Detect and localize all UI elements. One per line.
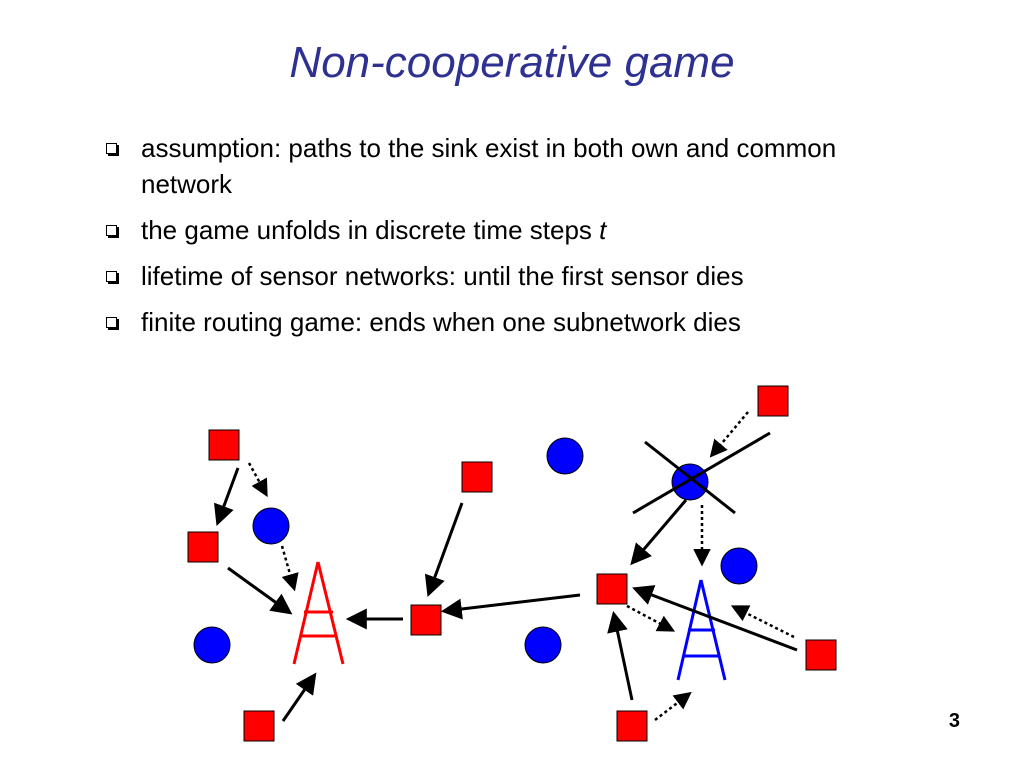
arrow — [630, 499, 688, 566]
bullet-text: lifetime of sensor networks: until the f… — [141, 261, 744, 291]
square-bullet-icon — [106, 317, 117, 328]
dotted-arrow — [247, 462, 268, 498]
arrow — [607, 610, 634, 701]
sensor-square-icon — [208, 429, 240, 461]
arrow — [213, 467, 240, 526]
square-bullet-icon — [106, 143, 117, 154]
solid-arrows — [213, 467, 798, 722]
sensor-square-icon — [757, 385, 789, 417]
arrow — [424, 502, 464, 597]
sensor-circle-icon — [720, 547, 758, 585]
arrow — [632, 585, 798, 652]
sensor-square-icon — [187, 531, 219, 563]
bullet-item: lifetime of sensor networks: until the f… — [103, 258, 903, 294]
bullet-text: assumption: paths to the sink exist in b… — [141, 133, 837, 199]
sensor-square-icon — [461, 461, 493, 493]
circle-sensors — [193, 437, 758, 664]
bullet-text: the game unfolds in discrete time steps … — [141, 215, 607, 245]
dotted-arrow — [280, 545, 299, 592]
bullet-item: assumption: paths to the sink exist in b… — [103, 130, 903, 202]
sensor-square-icon — [410, 604, 442, 636]
sink-tower-right-icon — [676, 579, 727, 681]
dotted-arrow — [730, 605, 795, 639]
sensor-square-icon — [805, 639, 837, 671]
square-bullet-icon — [106, 225, 117, 236]
arrow — [440, 593, 581, 620]
bullet-item: finite routing game: ends when one subne… — [103, 304, 903, 340]
dotted-arrow — [654, 691, 692, 721]
sensor-square-icon — [596, 573, 628, 605]
bullet-item: the game unfolds in discrete time steps … — [103, 212, 903, 248]
dotted-arrows — [247, 411, 795, 721]
sensor-square-icon — [616, 710, 648, 742]
arrow — [281, 672, 317, 722]
sensor-square-icon — [243, 710, 275, 742]
square-bullet-icon — [106, 271, 117, 282]
square-sensors — [187, 385, 837, 742]
dotted-arrow — [626, 604, 676, 632]
sensor-circle-icon — [546, 437, 584, 475]
sensor-circle-icon — [252, 507, 290, 545]
dead-node-cross-icon — [632, 431, 771, 515]
arrow — [227, 566, 293, 615]
sensor-circle-icon — [524, 626, 562, 664]
sink-tower-left-icon — [292, 561, 345, 665]
sensor-circle-icon — [193, 626, 231, 664]
slide-title: Non-cooperative game — [289, 38, 735, 87]
bullet-text: finite routing game: ends when one subne… — [141, 307, 741, 337]
page-number: 3 — [948, 710, 960, 732]
bullet-list: assumption: paths to the sink exist in b… — [103, 130, 903, 350]
